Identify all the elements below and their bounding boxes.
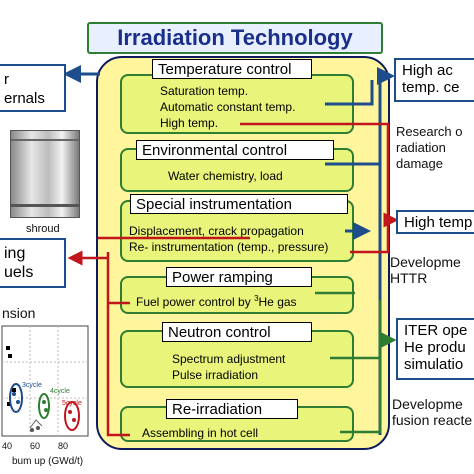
section-item: Assembling in hot cell <box>142 426 259 440</box>
graph-xtick: 60 <box>30 441 41 451</box>
section-heading: Re-irradiation <box>166 399 298 419</box>
section-item: Spectrum adjustment <box>172 352 286 366</box>
cycle-label: 4cycle <box>50 388 70 395</box>
graph-xtick: 40 <box>2 441 13 451</box>
graph-xtick: 80 <box>58 441 69 451</box>
section-heading: Special instrumentation <box>130 194 348 214</box>
burnup-graph <box>1 325 89 437</box>
section-heading: Environmental control <box>136 140 334 160</box>
diagram-title: Irradiation Technology <box>117 25 353 50</box>
shroud-label: shroud <box>26 223 60 235</box>
section-item: Re- instrumentation (temp., pressure) <box>129 240 329 254</box>
right-box-2: High temp <box>396 210 474 234</box>
section-item: Pulse irradiation <box>172 368 259 382</box>
section-item-power-control: Fuel power control by 3He gas <box>136 294 297 309</box>
section-item: Water chemistry, load <box>168 169 283 183</box>
arrow-to-iter <box>340 332 397 434</box>
cycle-label: 5cycle <box>62 400 82 407</box>
shroud-photo <box>10 130 80 218</box>
section-heading: Neutron control <box>162 322 312 342</box>
cycle-label: 3cycle <box>22 382 42 389</box>
section-item: Automatic constant temp. <box>160 100 296 114</box>
section-item: High temp. <box>160 116 219 130</box>
section-heading: Power ramping <box>166 267 312 287</box>
diagram-title-box: Irradiation Technology <box>87 22 383 54</box>
section-item: Displacement, crack propagation <box>129 224 304 238</box>
graph-title: nsion <box>2 305 36 321</box>
section-heading: Temperature control <box>152 59 312 79</box>
graph-xlabel: bum up (GWd/t) <box>12 456 84 467</box>
arrow-to-high-temp <box>240 122 399 228</box>
section-item: Saturation temp. <box>160 84 249 98</box>
